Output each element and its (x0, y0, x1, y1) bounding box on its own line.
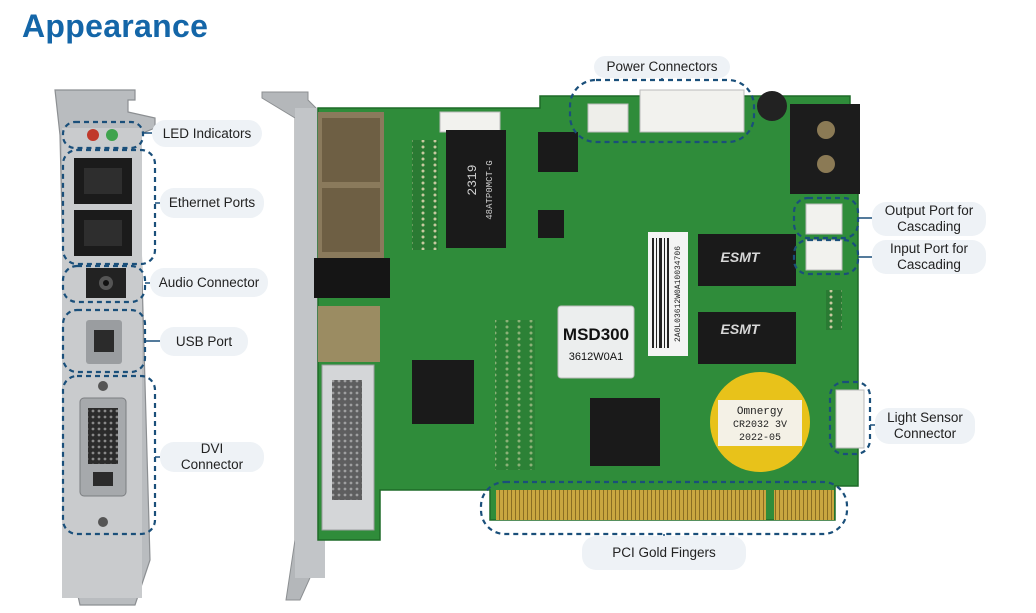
bracket-front-view (54, 89, 156, 606)
label-input-port: Input Port for Cascading (872, 240, 986, 274)
output-port-connector (805, 203, 843, 235)
fpga-chip (412, 360, 474, 424)
terminal-block (790, 104, 860, 194)
battery-date: 2022-05 (739, 433, 781, 444)
card-usb (318, 306, 380, 362)
input-port-connector (805, 239, 843, 271)
card-bracket (261, 91, 325, 601)
label-pci-gold-fingers: PCI Gold Fingers (582, 536, 746, 570)
chip-2319-label: 2319 (465, 164, 480, 195)
chip-2319 (446, 130, 506, 248)
ram-chip-2 (698, 312, 796, 364)
card-audio-jack (314, 258, 390, 298)
ram-chip-2-label: ESMT (721, 321, 761, 337)
controller-chip (590, 398, 660, 466)
label-dvi-connector: DVI Connector (160, 441, 264, 472)
model-sub-text: 3612W0A1 (569, 351, 623, 363)
label-led-indicators: LED Indicators (152, 120, 262, 147)
battery-brand: Omnergy (737, 406, 784, 418)
label-light-sensor: Light Sensor Connector (875, 408, 975, 444)
power-connector-small (587, 103, 629, 133)
bracket-leader-lines (143, 132, 160, 458)
small-chip (538, 132, 578, 172)
gold-fingers-left (496, 490, 766, 520)
led-green-icon (106, 129, 118, 141)
led-red-icon (87, 129, 99, 141)
gold-fingers-right (774, 490, 834, 520)
barcode-text: 2A0L03612W0A10034706 (674, 246, 683, 342)
ram-chip-1 (698, 234, 796, 286)
label-usb-port: USB Port (160, 327, 248, 356)
label-power-connectors: Power Connectors (594, 56, 730, 78)
page-title: Appearance (22, 8, 209, 44)
label-audio-connector: Audio Connector (150, 268, 268, 297)
top-white-connector (439, 111, 501, 133)
chip-2319-sub-label: 48ATP0MCT-G (485, 160, 495, 219)
light-sensor-connector (835, 389, 865, 449)
pcb-board: 2319 48ATP0MCT-G 2A0L03612W0A10034706 MS… (314, 89, 865, 541)
capacitor (757, 91, 787, 121)
label-ethernet-ports: Ethernet Ports (160, 188, 264, 218)
model-sticker (557, 305, 635, 379)
model-text: MSD300 (563, 325, 629, 344)
ram-chip-1-label: ESMT (721, 249, 761, 265)
battery-type: CR2032 3V (733, 420, 787, 431)
power-connector-large (639, 89, 745, 133)
label-output-port: Output Port for Cascading (872, 202, 986, 236)
